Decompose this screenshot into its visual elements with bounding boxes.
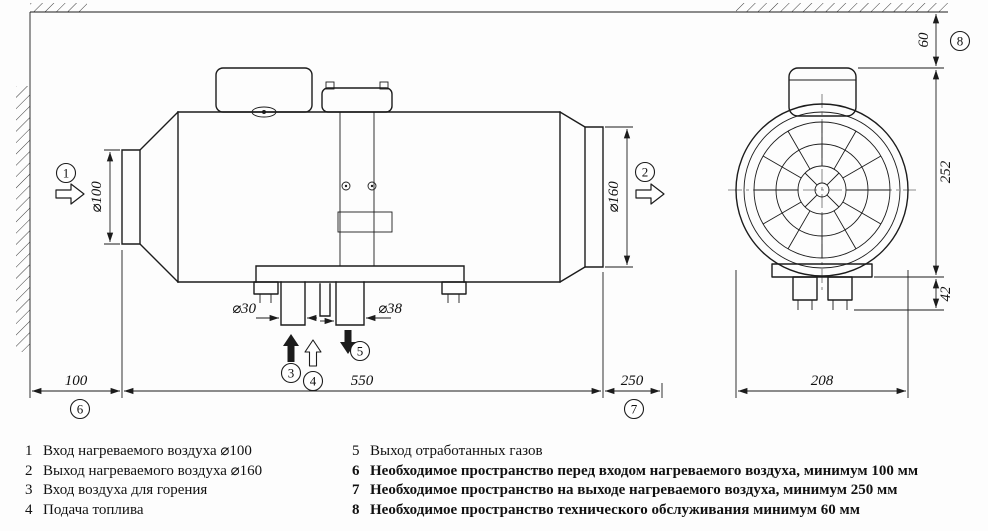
front-view: 208 252 42 60 8 [728, 14, 971, 398]
callout-2: 2 [634, 161, 656, 183]
hatch-top-left [30, 3, 87, 12]
legend-text: Подача топлива [43, 501, 144, 518]
dim-d100-label: ⌀100 [89, 181, 105, 213]
legend-text: Вход воздуха для горения [43, 482, 208, 499]
fan-housing [735, 103, 909, 277]
dim-d160-label: ⌀160 [606, 181, 622, 213]
svg-text:7: 7 [631, 402, 638, 417]
dim-d30-label: ⌀30 [232, 301, 257, 317]
callout-3: 3 [280, 362, 302, 384]
legend-item-5: 5 Выход отработанных газов [352, 442, 918, 462]
legend-num: 6 [352, 462, 360, 479]
legend-num: 3 [25, 482, 33, 499]
legend-item-1: 1 Вход нагреваемого воздуха ⌀100 [25, 442, 262, 462]
callout-5: 5 [349, 340, 371, 362]
fan-grille-spokes [754, 122, 890, 258]
legend-text: Необходимое пространство перед входом на… [370, 462, 919, 479]
callout-8: 8 [949, 30, 971, 52]
mounting-flange [253, 265, 467, 303]
technical-drawing: ⌀30 ⌀38 ⌀100 ⌀160 100 550 250 [16, 3, 971, 420]
callout-6: 6 [69, 398, 91, 420]
air-outlet-arrow [635, 183, 665, 205]
front-mount [771, 263, 873, 310]
hatch-ceiling [736, 3, 948, 12]
dim-250-label: 250 [621, 373, 644, 389]
dim-252: 252 [858, 67, 954, 278]
legend-item-7: 7 Необходимое пространство на выходе наг… [352, 481, 918, 501]
legend-item-3: 3 Вход воздуха для горения [25, 481, 262, 501]
dim-d30: ⌀30 [232, 301, 317, 322]
legend-num: 1 [25, 443, 33, 459]
legend-text: Выход отработанных газов [370, 443, 543, 459]
svg-text:3: 3 [288, 366, 295, 381]
dim-550-label: 550 [351, 373, 374, 389]
legend-item-8: 8 Необходимое пространство технического … [352, 501, 918, 521]
svg-text:2: 2 [642, 165, 649, 180]
dim-100-label: 100 [65, 373, 88, 389]
svg-text:1: 1 [63, 166, 70, 181]
legend-item-4: 4 Подача топлива [25, 501, 262, 521]
legend-text: Вход нагреваемого воздуха ⌀100 [43, 443, 252, 459]
combustion-air-arrow [283, 334, 299, 362]
bolt-head [379, 81, 389, 90]
dim-lengths: 100 550 250 [32, 250, 663, 398]
legend-num: 5 [352, 443, 360, 459]
name-plate [337, 211, 393, 233]
dim-d100: ⌀100 [89, 149, 120, 245]
dim-d38: ⌀38 [320, 301, 403, 325]
bottom-pipes [280, 281, 365, 326]
fuel-pipe [319, 283, 331, 317]
legend-column-left: 1 Вход нагреваемого воздуха ⌀100 2 Выход… [25, 442, 262, 520]
side-view: ⌀30 ⌀38 ⌀100 ⌀160 100 550 250 [32, 67, 665, 420]
exhaust-pipe [335, 281, 365, 326]
legend-num: 4 [25, 501, 33, 518]
legend-item-2: 2 Выход нагреваемого воздуха ⌀160 [25, 462, 262, 482]
dim-42: 42 [854, 279, 954, 311]
legend-text: Выход нагреваемого воздуха ⌀160 [43, 462, 263, 479]
dim-60: 60 [916, 14, 940, 66]
legend-num: 8 [352, 501, 360, 518]
legend-text: Необходимое пространство технического об… [370, 501, 860, 518]
legend-num: 7 [352, 482, 360, 499]
svg-text:6: 6 [77, 402, 84, 417]
control-box [215, 67, 313, 118]
legend-item-6: 6 Необходимое пространство перед входом … [352, 462, 918, 482]
dim-208-label: 208 [811, 373, 834, 389]
latch [251, 106, 277, 118]
dim-252-label: 252 [938, 160, 954, 183]
svg-text:8: 8 [957, 34, 964, 49]
dim-d160: ⌀160 [605, 126, 633, 268]
heater-body [121, 111, 604, 283]
combustion-air-pipe [280, 281, 306, 326]
svg-text:5: 5 [357, 344, 364, 359]
dim-42-label: 42 [938, 286, 954, 302]
hatch-left-wall [16, 86, 30, 352]
callout-4: 4 [302, 370, 324, 392]
air-inlet-arrow [55, 183, 85, 205]
legend-num: 2 [25, 462, 33, 479]
dim-d38-label: ⌀38 [378, 301, 403, 317]
legend-column-right: 5 Выход отработанных газов 6 Необходимое… [352, 442, 918, 520]
fuel-arrow [304, 339, 322, 367]
legend-text: Необходимое пространство на выходе нагре… [370, 482, 898, 499]
dim-60-label: 60 [916, 32, 932, 48]
svg-text:4: 4 [310, 374, 317, 389]
dim-208: 208 [735, 270, 909, 398]
top-bracket [788, 67, 857, 117]
callout-1: 1 [55, 162, 77, 184]
clamp-band [321, 81, 393, 266]
bolt-head [325, 81, 335, 90]
callout-7: 7 [623, 398, 645, 420]
walls [16, 3, 948, 398]
